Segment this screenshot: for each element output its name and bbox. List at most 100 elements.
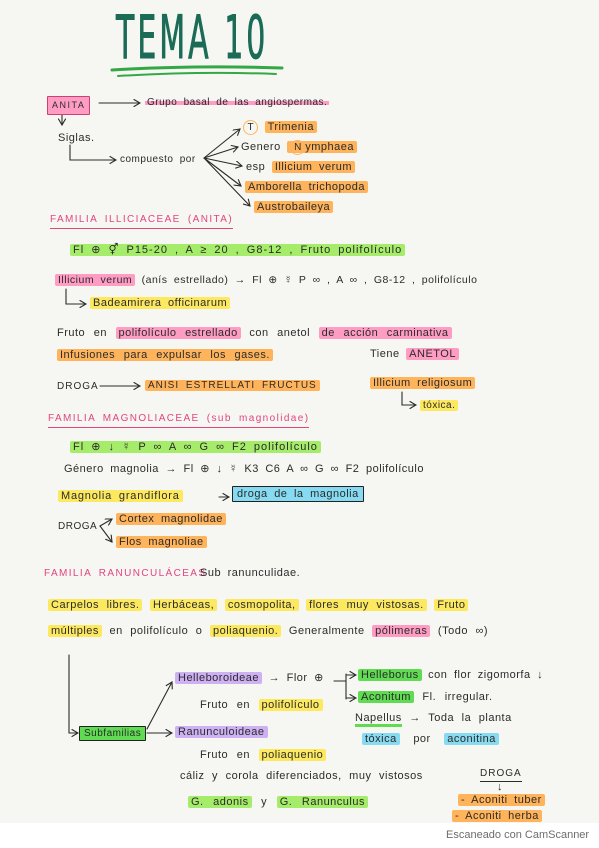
trait-herbaceas: Herbáceas,	[149, 599, 218, 611]
illicium-verum-name: Illicium verum	[55, 274, 136, 286]
illiciaceae-formula: Fl ⊕ ⚥ P15-20 , A ≥ 20 , G8-12 , Fruto p…	[70, 244, 406, 256]
toxic-label: tóxica.	[420, 400, 459, 411]
aconitum-drug-1-line: - Aconiti tuber	[458, 793, 545, 808]
trait-generalmente: Generalmente	[288, 625, 365, 637]
fruit-line: Fruto en polifolículo estrellado con ane…	[57, 326, 452, 341]
toxic-connector	[401, 391, 416, 405]
napellus-name: Napellus	[355, 712, 402, 727]
illicium-anita-name: Illicium verum	[271, 161, 356, 173]
fruit-text-d: de acción carminativa	[318, 327, 452, 339]
helleboroideae-fruit-label: Fruto en	[200, 699, 250, 711]
fan-arrow-illicium	[203, 157, 242, 166]
aconitum-note: Fl. irregular.	[422, 691, 493, 703]
helleboroideae-line: Helleboroideae → Flor ⊕	[175, 671, 324, 686]
aconitum-line: Aconitum Fl. irregular.	[358, 690, 493, 705]
illiciaceae-heading: FAMILIA ILLICIACEAE (ANITA)	[50, 212, 234, 229]
synonym-line: Badeamirera officinarum	[90, 296, 231, 311]
illicium-verum-detail: (anís estrellado) → Fl ⊕ ☿ P ∞ , A ∞ , G…	[141, 274, 478, 286]
genus-and: y	[261, 796, 268, 808]
trait-todo: (Todo ∞)	[437, 625, 488, 637]
ranunculaceae-subclass: Sub ranunculidae.	[200, 567, 301, 579]
magnolia-drug-box: droga de la magnolia	[232, 486, 364, 502]
ranunculoideae-fruit-line: Fruto en poliaquenio	[200, 748, 327, 763]
illicium-droga-label: DROGA	[57, 381, 99, 392]
magnolia-drug-2: Flos magnoliae	[116, 536, 207, 548]
helleborus-line: Helleborus con flor zigomorfa ↓	[358, 668, 543, 683]
fruit-text-b: polifolículo estrellado	[115, 327, 241, 339]
magnolia-grandiflora: Magnolia grandiflora	[58, 490, 183, 502]
trait-poliaquenio: poliaquenio.	[209, 625, 282, 637]
anita-description-line: Grupo basal de las angiospermas.	[145, 95, 330, 110]
page-title: TEMA 10	[116, 3, 269, 73]
magnoliaceae-heading: FAMILIA MAGNOLIACEAE (sub magnolidae)	[48, 411, 310, 428]
ranunculaceae-traits-line-2: múltiples en polifolículo o poliaquenio.…	[48, 624, 488, 639]
aconitum-drug-1: - Aconiti tuber	[458, 794, 545, 806]
subfamilias-box: Subfamilias	[79, 726, 147, 741]
trimenia-name: Trimenia	[264, 121, 317, 133]
illicium-synonym-connector	[65, 288, 86, 304]
fruit-text-a: Fruto en	[57, 327, 107, 339]
anetol-label: ANETOL	[406, 348, 459, 360]
subfamilias-arrow-helleboroideae	[146, 682, 172, 730]
napellus-note: → Toda la planta	[409, 712, 512, 724]
magnolia-drug-line: droga de la magnolia	[232, 486, 364, 502]
genus-ranunculus: G. Ranunculus	[276, 796, 368, 808]
magnolia-species-line: Magnolia grandiflora	[58, 489, 183, 504]
compuesto-label: compuesto por	[120, 154, 196, 165]
nymphaea-rest: ymphaea	[305, 141, 355, 153]
magnoliaceae-formula-line: Fl ⊕ ↓ ☿ P ∞ A ∞ G ∞ F2 polifolículo	[70, 440, 321, 455]
anetol-line: Tiene ANETOL	[370, 347, 459, 362]
ranunculaceae-traits-line-1: Carpelos libres. Herbáceas, cosmopolita,…	[48, 598, 469, 613]
trimenia-line: T Trimenia	[243, 120, 317, 135]
trait-carpelos: Carpelos libres.	[48, 599, 143, 611]
fan-arrow-austrobaileya	[203, 157, 250, 206]
illicium-droga-line: ANISI ESTRELLATI FRUCTUS	[145, 378, 320, 393]
ranunculoideae-fruit-label: Fruto en	[200, 749, 250, 761]
napellus-line: Napellus → Toda la planta	[355, 711, 512, 727]
helleborus-note: con flor zigomorfa ↓	[428, 669, 544, 681]
ranunculoideae-fruit: poliaquenio	[258, 749, 327, 761]
trait-polifoliculo: en polifolículo o	[109, 625, 203, 637]
trait-flores: flores muy vistosas.	[306, 599, 427, 611]
fan-arrow-amborella	[203, 157, 241, 186]
magnolia-drug-1: Cortex magnolidae	[116, 513, 226, 525]
helleboroideae-flower: → Flor ⊕	[268, 672, 324, 684]
ranunculaceae-heading: FAMILIA RANUNCULÁCEAS	[44, 568, 207, 579]
magnoliaceae-formula: Fl ⊕ ↓ ☿ P ∞ A ∞ G ∞ F2 polifolículo	[70, 441, 321, 453]
genero-label: Genero	[241, 141, 281, 153]
anita-label: ANITA	[47, 96, 91, 115]
trait-cosmopolita: cosmopolita,	[224, 599, 299, 611]
scanner-watermark: Escaneado con CamScanner	[446, 829, 590, 841]
aconitum-drug-2-line: - Aconiti herba	[452, 809, 542, 824]
siglas-connector	[69, 144, 116, 160]
subfamilias-line: Subfamilias	[79, 726, 147, 741]
aconitina-name: aconitina	[444, 733, 499, 745]
magnolia-drug-2-line: Flos magnoliae	[116, 535, 207, 550]
helleborus-name: Helleborus	[358, 669, 422, 681]
aconitum-name: Aconitum	[358, 691, 414, 703]
anita-description: Grupo basal de las angiospermas.	[145, 97, 330, 108]
ranunculoideae-flower: cáliz y corola diferenciados, muy vistos…	[180, 770, 423, 782]
siglas-label: Siglas.	[58, 132, 95, 144]
amborella-name: Amborella trichopoda	[245, 181, 368, 193]
amborella-line: Amborella trichopoda	[245, 180, 368, 195]
illicium-verum-line: Illicium verum (anís estrellado) → Fl ⊕ …	[55, 273, 477, 288]
illicium-religiosum: Illicium religiosum	[370, 377, 476, 389]
toxic-aconitum: tóxica	[362, 733, 400, 745]
magnolia-drug-1-line: Cortex magnolidae	[116, 512, 226, 527]
magnolia-droga-bracket-top	[99, 518, 112, 527]
helleboroideae-fruit-line: Fruto en polifolículo	[200, 698, 323, 713]
illiciaceae-formula-line: Fl ⊕ ⚥ P15-20 , A ≥ 20 , G8-12 , Fruto p…	[70, 243, 406, 258]
trait-multiples: múltiples	[48, 625, 102, 637]
fan-arrow-nymphaea	[203, 147, 238, 159]
trait-polimeras: pólimeras	[372, 625, 431, 637]
illicium-synonym: Badeamirera officinarum	[90, 297, 231, 309]
ranunculoideae-line: Ranunculoideae	[175, 725, 268, 740]
illicium-anita-line: esp Illicium verum	[246, 160, 356, 175]
trimenia-mark: T	[243, 120, 258, 135]
helleboroideae-name: Helleboroideae	[175, 672, 262, 684]
title-underline-second	[117, 71, 277, 77]
